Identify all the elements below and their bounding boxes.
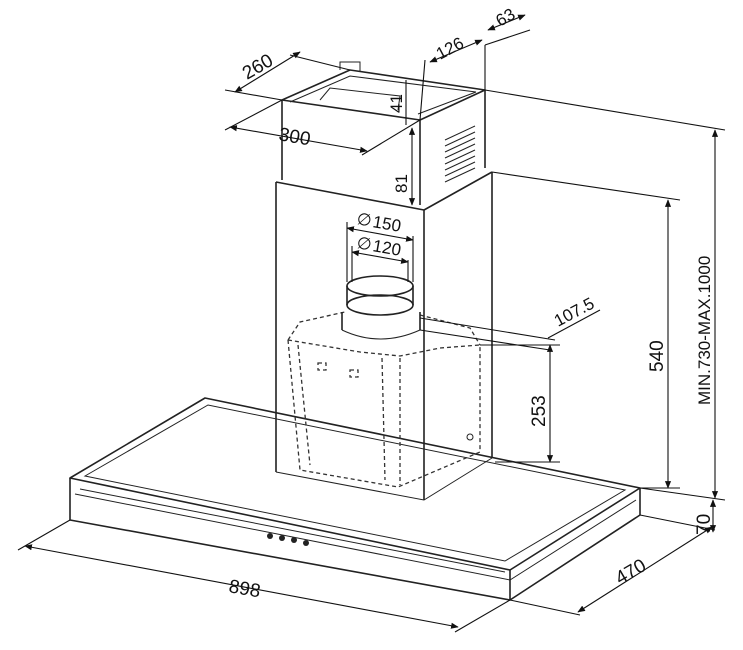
hood-canopy bbox=[69, 397, 641, 601]
diameter-symbol-inner: ∅ bbox=[355, 233, 373, 254]
dim-canopy-height: 70 bbox=[639, 487, 726, 535]
dim-label-depth: 470 bbox=[612, 555, 650, 589]
dim-label-bracket-height: 81 bbox=[392, 174, 411, 193]
control-button-2 bbox=[279, 535, 285, 541]
dim-chimney-depth: 260 bbox=[224, 50, 351, 101]
outlet-collar bbox=[341, 275, 421, 340]
dim-bracket-depth: 63 bbox=[484, 5, 531, 46]
dim-outlet-offset: 107.5 bbox=[419, 294, 601, 351]
dim-label-outlet-outer: 150 bbox=[371, 212, 402, 236]
dim-bracket-small: 41 bbox=[387, 80, 407, 125]
dim-label-width: 898 bbox=[227, 576, 262, 602]
dim-label-outlet-offset: 107.5 bbox=[551, 294, 597, 331]
dim-width: 898 bbox=[17, 519, 511, 633]
dim-total-height: MIN.730-MAX.1000 bbox=[484, 89, 726, 499]
dim-chimney-lower: 540 bbox=[491, 171, 681, 489]
control-button-1 bbox=[267, 533, 273, 539]
control-button-4 bbox=[303, 540, 309, 546]
control-button-3 bbox=[291, 537, 297, 543]
dim-label-total-height: MIN.730-MAX.1000 bbox=[695, 256, 714, 405]
dim-motor-height: 253 bbox=[480, 344, 560, 463]
dim-bracket-offset: 126 bbox=[419, 33, 486, 121]
dim-label-motor-height: 253 bbox=[529, 395, 550, 427]
dim-bracket-height: 81 bbox=[392, 127, 416, 206]
dim-label-canopy-height: 70 bbox=[694, 514, 715, 535]
diameter-symbol-outer: ∅ bbox=[355, 209, 373, 230]
dim-outlet-diameters: ∅ 150 ∅ 120 bbox=[346, 209, 414, 282]
chimney-lower bbox=[275, 171, 493, 501]
dim-depth: 470 bbox=[509, 514, 716, 616]
chimney-upper bbox=[281, 61, 486, 205]
dim-label-outlet-inner: 120 bbox=[371, 236, 402, 260]
dim-label-chimney-lower: 540 bbox=[647, 340, 668, 372]
vent-grille bbox=[444, 125, 476, 183]
dim-label-chimney-depth: 260 bbox=[239, 50, 277, 84]
motor-housing bbox=[287, 311, 481, 488]
dim-label-bracket-small: 41 bbox=[387, 94, 406, 113]
